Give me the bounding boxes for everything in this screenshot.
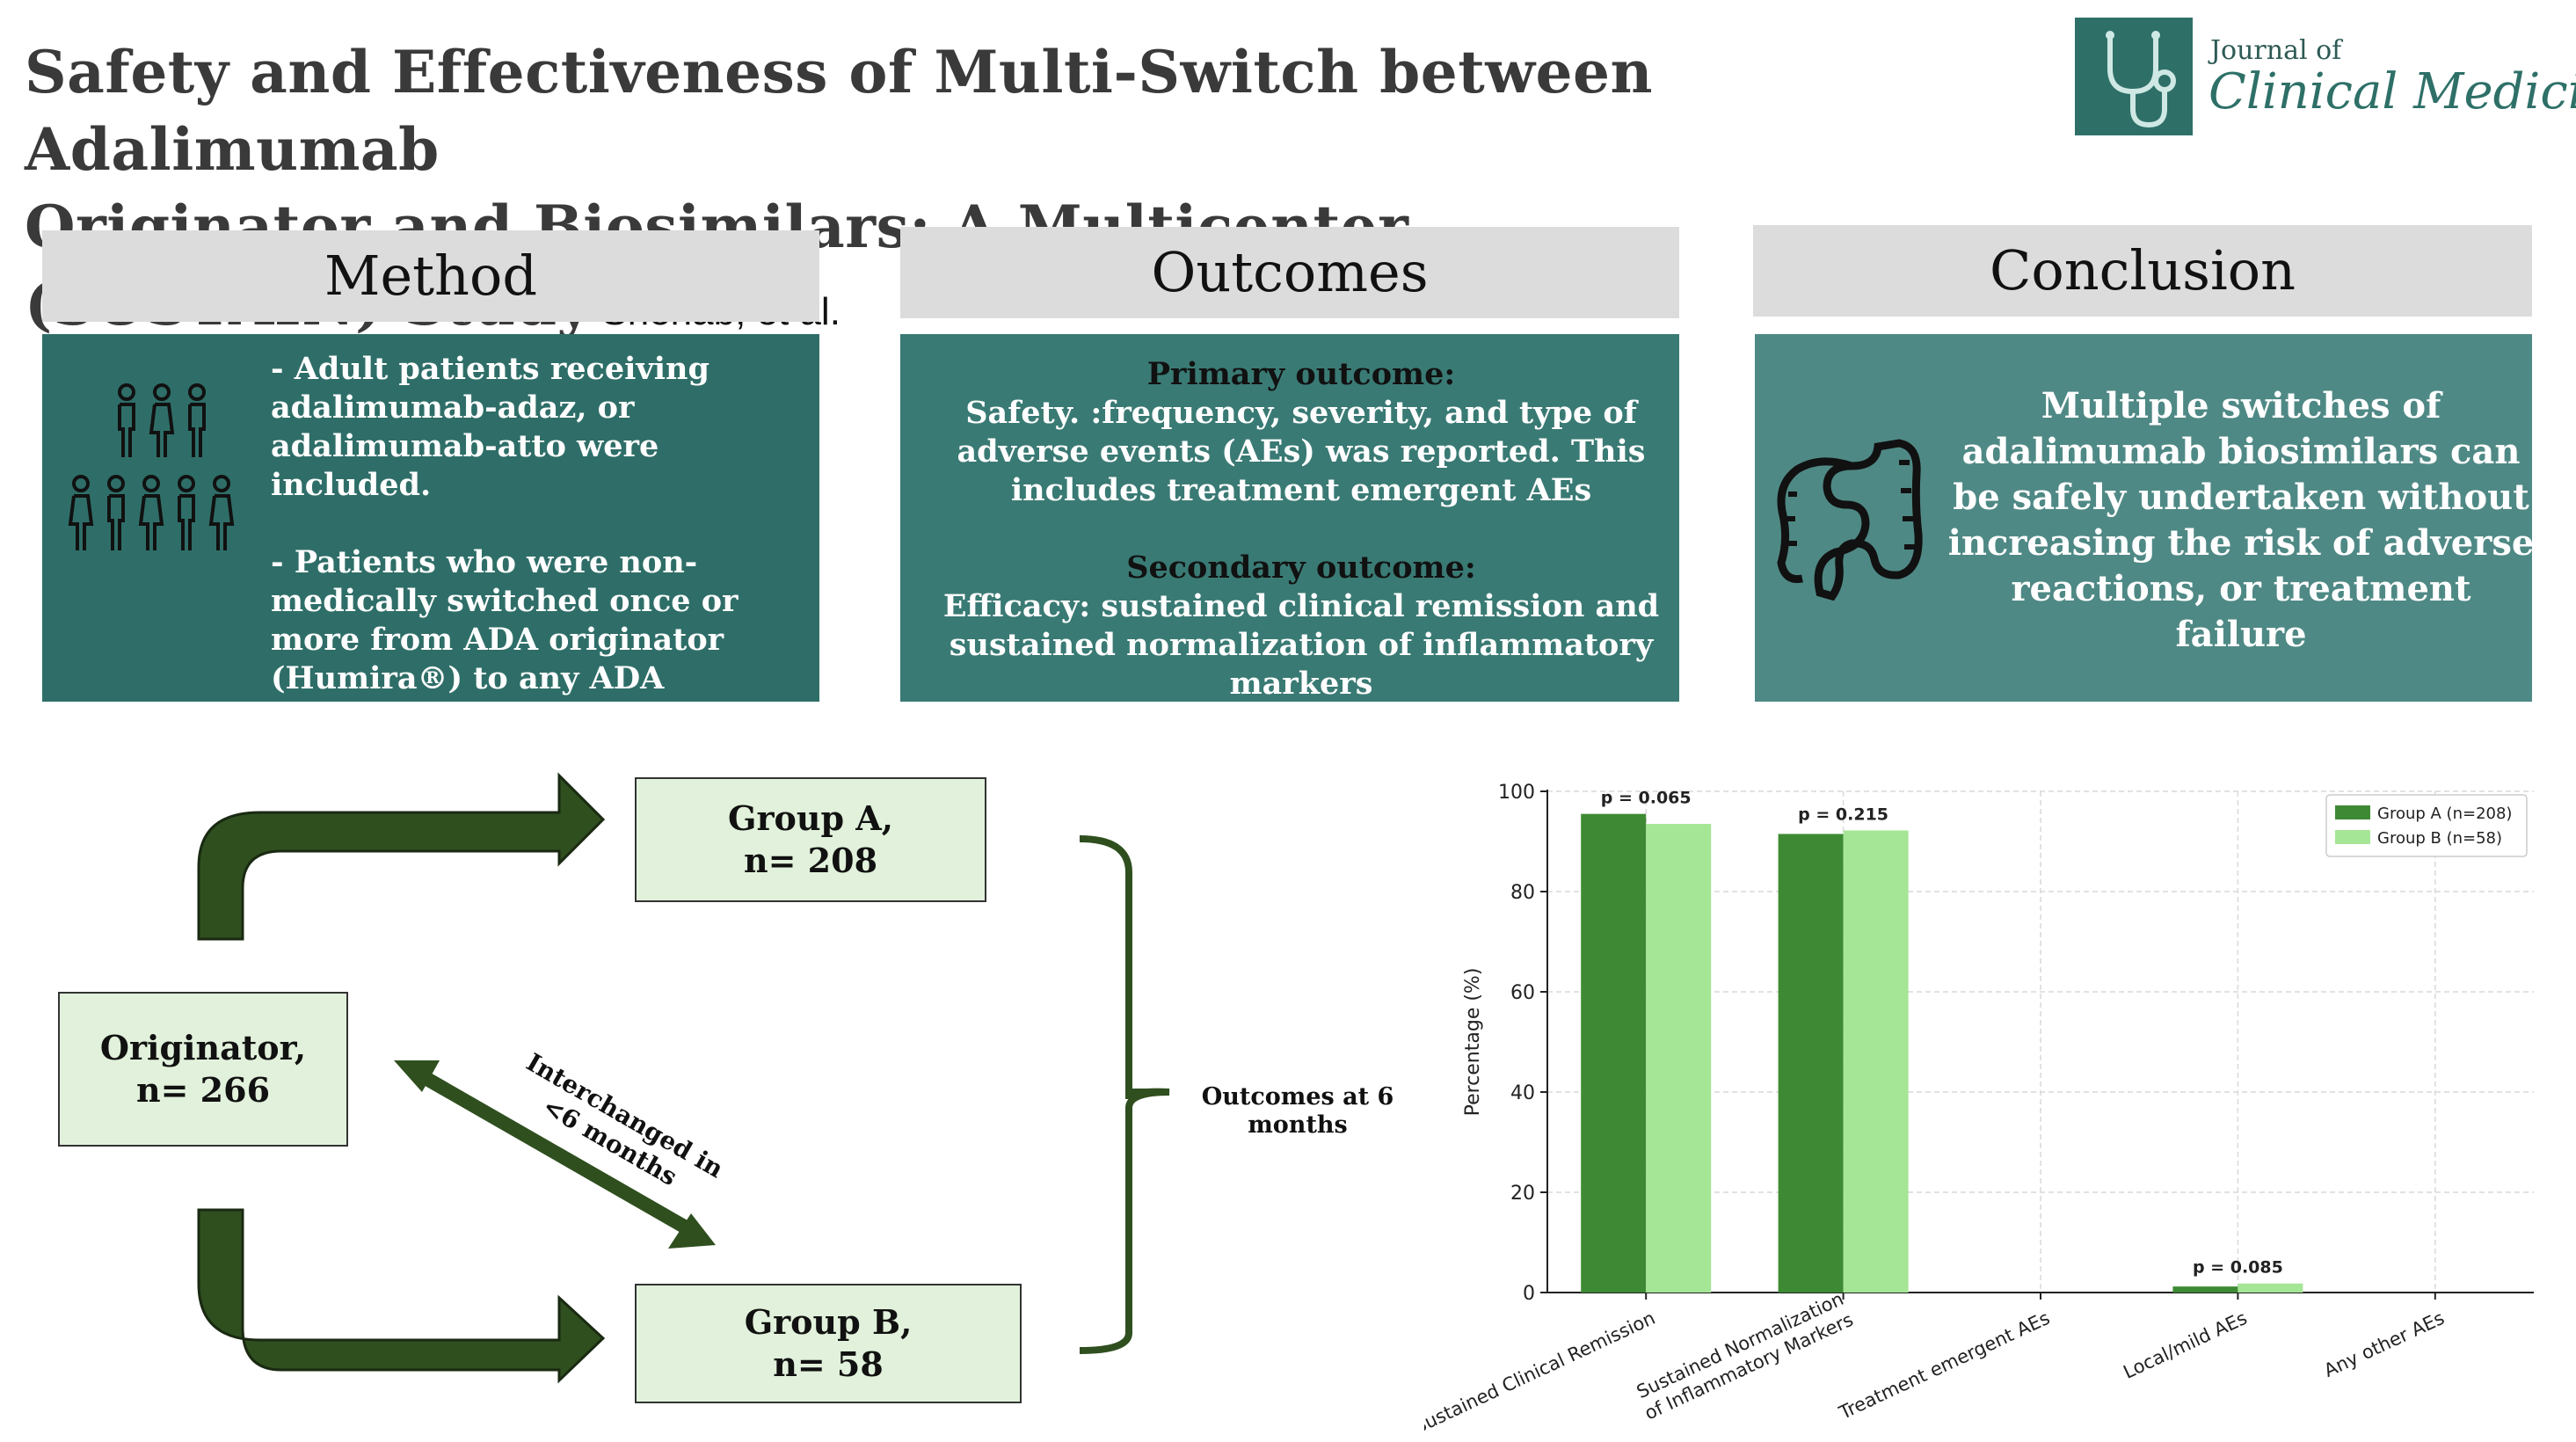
p-value-annotation: p = 0.215 (1798, 805, 1888, 824)
legend-swatch (2335, 830, 2370, 844)
outcomes-label-line1: Outcomes at 6 (1201, 1083, 1394, 1111)
x-tick-label-line: Treatment emergent AEs (1835, 1307, 2053, 1424)
primary-outcome-text: Safety. :frequency, severity, and type o… (957, 395, 1646, 508)
legend-label: Group B (n=58) (2377, 829, 2502, 848)
method-text: - Adult patients receiving adalimumab-ad… (271, 350, 798, 776)
x-tick-label: Treatment emergent AEs (1835, 1307, 2053, 1424)
x-tick-label: Sustained Clinical Remission (1424, 1307, 1658, 1433)
intestine-icon (1767, 420, 1943, 605)
outcomes-at-6-months-label: Outcomes at 6 months (1183, 1083, 1412, 1140)
method-bullet-2: - Patients who were non-medically switch… (271, 544, 739, 735)
outcomes-header: Outcomes (900, 227, 1679, 318)
title-line-1: Safety and Effectiveness of Multi-Switch… (25, 38, 1653, 184)
bar-group-a (2172, 1286, 2238, 1293)
originator-box: Originator, n= 266 (58, 992, 348, 1147)
arrow-to-group-b (197, 1208, 606, 1384)
method-header: Method (42, 230, 819, 322)
p-value-annotation: p = 0.065 (1601, 789, 1692, 808)
group-b-box: Group B, n= 58 (635, 1284, 1022, 1403)
secondary-outcome-text: Efficacy: sustained clinical remission a… (942, 588, 1660, 702)
y-axis-label: Percentage (%) (1462, 968, 1484, 1117)
group-a-label: Group A, (728, 798, 893, 838)
primary-outcome-title: Primary outcome: (1146, 356, 1456, 392)
stethoscope-icon (2075, 18, 2193, 135)
y-tick-label: 80 (1510, 882, 1535, 904)
group-b-count: n= 58 (773, 1344, 884, 1384)
legend-label: Group A (n=208) (2377, 805, 2512, 823)
y-tick-label: 40 (1510, 1082, 1535, 1104)
outcomes-panel (900, 334, 1679, 702)
journal-name-line1: Journal of (2210, 35, 2342, 66)
method-bullet-1: - Adult patients receiving adalimumab-ad… (271, 351, 709, 503)
x-tick-label: Local/mild AEs (2120, 1307, 2250, 1383)
arrow-to-group-a (197, 772, 606, 941)
group-b-label: Group B, (744, 1302, 913, 1342)
y-tick-label: 60 (1510, 982, 1535, 1004)
flow-arrows (197, 772, 1170, 1384)
p-value-annotation: p = 0.085 (2193, 1258, 2283, 1278)
y-tick-label: 20 (1510, 1183, 1535, 1205)
bar-group-a (1778, 834, 1844, 1293)
journal-name-line2: Clinical Medicine (2209, 63, 2576, 120)
x-tick-label-line: Local/mild AEs (2120, 1307, 2250, 1383)
bar-group-a (1581, 813, 1647, 1293)
outcomes-text: Primary outcome: Safety. :frequency, sev… (914, 355, 1688, 703)
bar-group-b (1843, 830, 1909, 1293)
originator-count: n= 266 (135, 1070, 271, 1110)
conclusion-panel (1755, 334, 2532, 702)
x-tick-label-line: Any other AEs (2321, 1307, 2448, 1381)
group-a-count: n= 208 (743, 841, 878, 880)
x-tick-label: Any other AEs (2321, 1307, 2448, 1381)
group-a-box: Group A, n= 208 (635, 777, 986, 902)
outcomes-label-line2: months (1248, 1111, 1348, 1139)
spacer (914, 510, 1688, 549)
secondary-outcome-title: Secondary outcome: (1126, 550, 1476, 586)
conclusion-header: Conclusion (1753, 225, 2532, 317)
x-tick-label: Sustained Normalizationof Inflammatory M… (1632, 1288, 1857, 1424)
legend-box (2325, 794, 2528, 857)
y-tick-label: 100 (1498, 782, 1535, 804)
legend-swatch (2335, 805, 2370, 819)
method-panel (42, 334, 819, 702)
y-tick-label: 0 (1523, 1283, 1535, 1305)
originator-label: Originator, (99, 1028, 307, 1067)
bar-group-b (2238, 1283, 2303, 1293)
people-group-icon (65, 383, 258, 559)
interchange-arrow (394, 1060, 716, 1249)
x-tick-label-line: Sustained Clinical Remission (1424, 1307, 1658, 1433)
conclusion-text: Multiple switches of adalimumab biosimil… (1947, 385, 2535, 655)
bar-group-b (1646, 824, 1712, 1293)
